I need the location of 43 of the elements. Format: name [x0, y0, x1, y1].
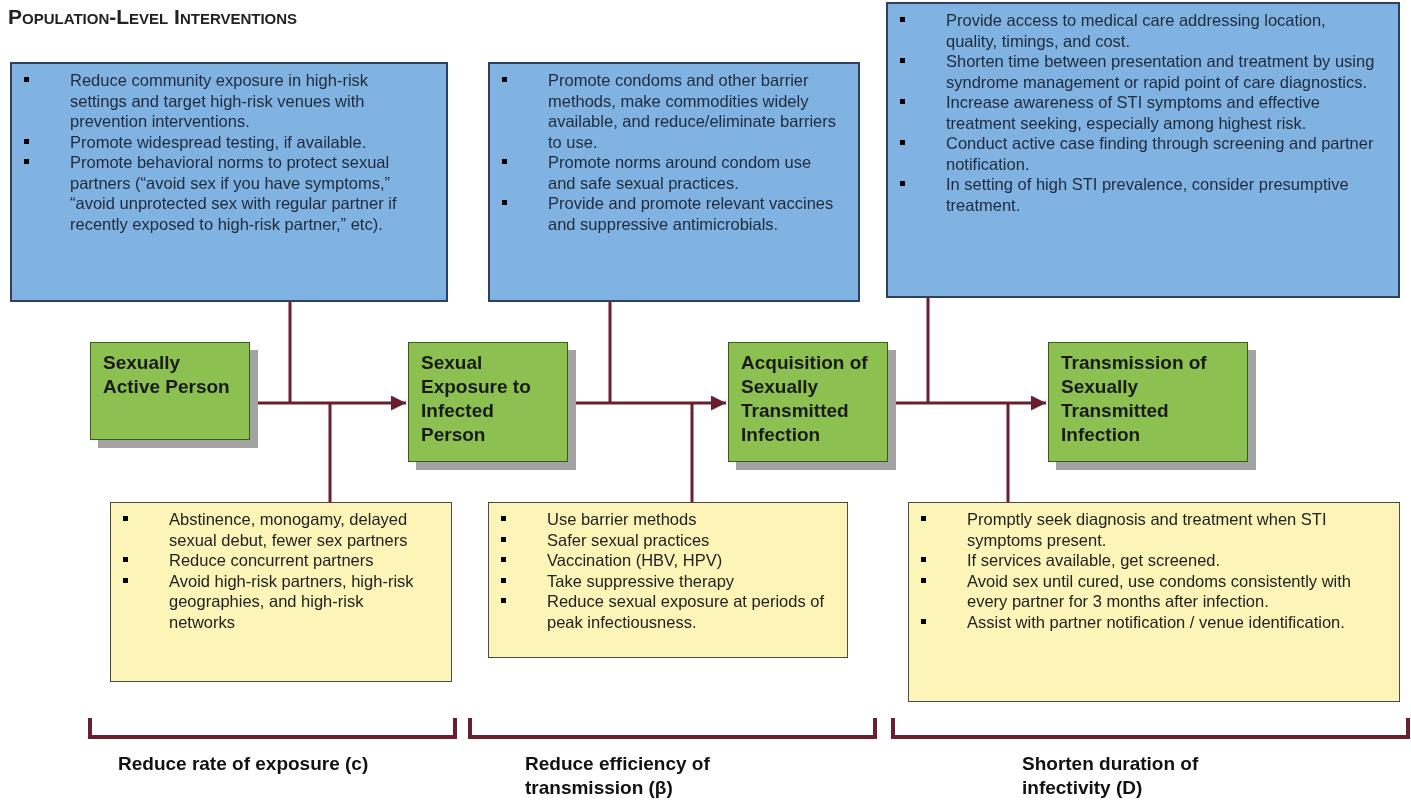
connector-line: [608, 302, 612, 403]
title: Population-Level Interventions: [8, 4, 298, 30]
bullet-text: Conduct active case finding through screening and partner notification.: [946, 133, 1375, 174]
behavior-box: [110, 502, 452, 682]
bullet-text: Promptly seek diagnosis and treatment when STI symptoms present.: [967, 509, 1328, 550]
bullet-text: Avoid high-risk partners, high-risk geographies, and high-risk networks: [169, 570, 415, 632]
bullet-text: Reduce sexual exposure at periods of peak infectiousness.: [547, 591, 825, 632]
bullet-text: Promote norms around condom use and safe sexual practices.: [548, 152, 813, 193]
bullet-text: Avoid sex until cured, use condoms consistently with every partner for 3 months after infection.: [967, 570, 1352, 612]
intervention-box: [886, 2, 1400, 298]
connector-line: [1006, 403, 1010, 502]
bullet-text: Provide access to medical care addressing location, quality, timings, and cost.: [946, 10, 1327, 51]
bullet-text: Safer sexual practices: [547, 529, 710, 550]
behavior-box: [488, 502, 848, 658]
bullet-text: Use barrier methods: [547, 509, 697, 530]
bullet-text: Reduce concurrent partners: [169, 550, 374, 571]
bullet-text: Promote behavioral norms to protect sexual partners (“avoid sex if you have symptoms,” “avoid unprotected sex with regular partner if recently exposed to high-risk partner,” etc).: [70, 152, 398, 234]
bullet-text: Promote widespread testing, if available.: [70, 131, 367, 152]
behavior-box: [908, 502, 1400, 702]
connector-line: [288, 302, 292, 403]
intervention-box: [488, 62, 860, 302]
step-text: Sexually Active Person: [103, 351, 231, 399]
connector-line: [328, 403, 332, 502]
connector-line: [926, 298, 930, 403]
group-label: Reduce efficiency of transmission (β): [525, 752, 711, 800]
bullet-text: Assist with partner notification / venue identification.: [967, 611, 1345, 632]
step-text: Transmission of Sexually Transmitted Infection: [1061, 351, 1208, 447]
step-text: Sexual Exposure to Infected Person: [421, 351, 532, 447]
bullet-text: In setting of high STI prevalence, consider presumptive treatment.: [946, 174, 1350, 215]
bullet-text: Reduce community exposure in high-risk settings and target high-risk venues with prevention interventions.: [70, 70, 370, 132]
intervention-box: [10, 62, 448, 302]
connector-line: [690, 403, 694, 502]
bullet-text: Abstinence, monogamy, delayed sexual debut, fewer sex partners: [169, 509, 409, 550]
bullet-text: Provide and promote relevant vaccines and suppressive antimicrobials.: [548, 193, 835, 234]
bullet-text: Increase awareness of STI symptoms and effective treatment seeking, especially among highest risk.: [946, 92, 1321, 133]
bullet-text: Vaccination (HBV, HPV): [547, 550, 723, 571]
group-label: Reduce rate of exposure (c): [118, 752, 370, 776]
group-label: Shorten duration of infectivity (D): [1022, 752, 1200, 800]
bullet-text: Take suppressive therapy: [547, 570, 735, 591]
bullet-text: Shorten time between presentation and treatment by using syndrome management or rapid point of care diagnostics.: [946, 51, 1376, 92]
bullet-text: Promote condoms and other barrier methods, make commodities widely available, and reduce/eliminate barriers to use.: [548, 70, 837, 152]
step-text: Acquisition of Sexually Transmitted Infection: [741, 351, 869, 447]
bullet-text: If services available, get screened.: [967, 550, 1221, 571]
